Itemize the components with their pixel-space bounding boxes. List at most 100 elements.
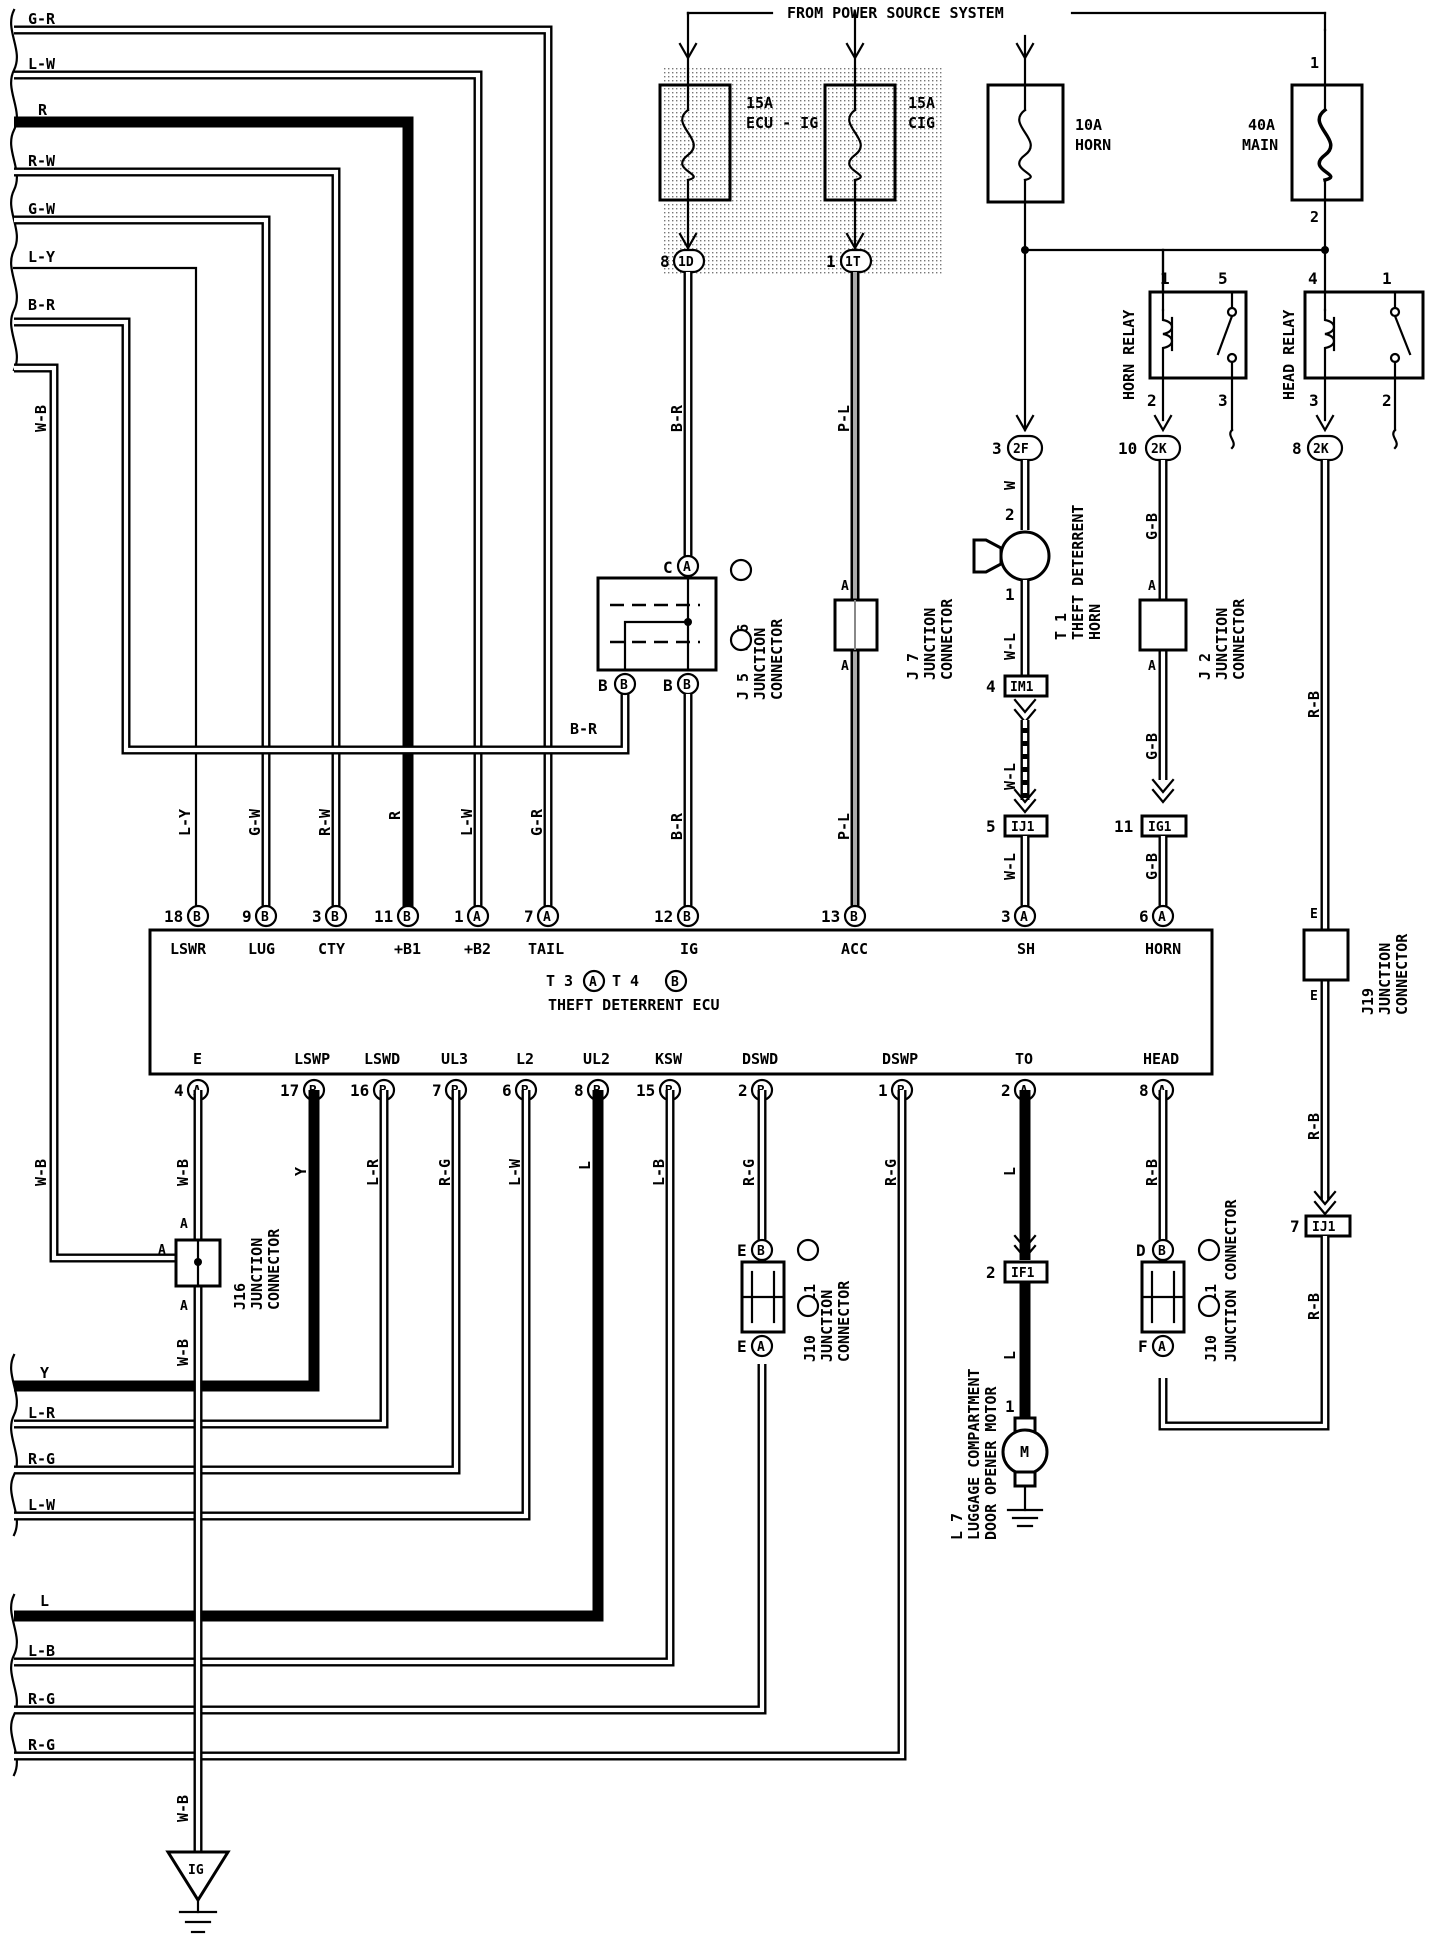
ecu-top-pin-num-8: 3 <box>1001 907 1011 926</box>
ecu-top-pin-name-5: TAIL <box>528 940 564 958</box>
horn-relay-pin-5: 5 <box>1218 269 1228 288</box>
ecu-top-pin-circle-8 <box>1013 904 1037 928</box>
wire-label-r-b-upper: R-B <box>1305 691 1323 718</box>
fuse-main-pin-1: 1 <box>1310 54 1319 72</box>
theft-deterrent-horn <box>999 530 1051 582</box>
j10-right-bottom-pin: F <box>1138 1337 1148 1356</box>
t1-desc2: HORN <box>1086 604 1104 640</box>
ecu-top-pin-num-4: 1 <box>454 907 464 926</box>
j2-bottom-letter: A <box>1148 659 1156 674</box>
ecu-ref2-conn-b: B <box>671 975 679 990</box>
ecu-top-pin-conn-7: B <box>850 910 858 925</box>
ground-ig <box>165 1850 231 1903</box>
ecu-bottom-pin-name-1: LSWP <box>294 1050 330 1068</box>
ig-circuit: 8 1D B-R A C B B B B B-R J 5J 6 JUNCTION… <box>596 198 786 916</box>
ecu-top-pin-circle-6 <box>676 904 700 928</box>
bottom-wire-label-l: L <box>40 1592 49 1610</box>
ecu-top-pins: B18LSWRB9LUGB3CTYB11+B1A1+B2A7TAILB12IGB… <box>164 904 1181 958</box>
j2-top-letter: A <box>1148 579 1156 594</box>
power-source-header: FROM POWER SOURCE SYSTEM <box>678 4 1327 87</box>
ecu-bottom-pin-num-8: 1 <box>878 1081 888 1100</box>
wire-label-ul3: R-G <box>436 1159 454 1186</box>
wire-label-lswp: Y <box>292 1167 310 1176</box>
fuse-horn-amps: 10A <box>1075 116 1102 134</box>
bottom-wire-label-l-w: L-W <box>28 1496 56 1514</box>
fuse-horn-name: HORN <box>1075 136 1111 154</box>
j19-desc2: CONNECTOR <box>1393 933 1411 1015</box>
fuse-ecu-ig: 15A ECU - IG <box>658 56 818 202</box>
ecu-top-pin-num-0: 18 <box>164 907 183 926</box>
ecu-top-pin-num-1: 9 <box>242 907 252 926</box>
ecu-top-pin-name-7: ACC <box>841 940 868 958</box>
ecu-top-pin-num-9: 6 <box>1139 907 1149 926</box>
ecu-top-pin-circle-5 <box>536 904 560 928</box>
conn-2f-pin: 3 <box>992 439 1002 458</box>
j16-bottom-letter: A <box>180 1299 188 1314</box>
ecu-bottom-pin-num-2: 16 <box>350 1081 369 1100</box>
fuse-cig: 15A CIG <box>823 56 935 202</box>
j2-ref: J 2 <box>1196 653 1214 680</box>
left-wire-label-r-w: R-W <box>28 152 56 170</box>
motor-pin-1: 1 <box>1005 1397 1015 1416</box>
ecu-ig-cig-shaded-area <box>662 66 944 274</box>
j16-desc2: CONNECTOR <box>265 1228 283 1310</box>
top-wire-labels: L-Y G-W R-W R L-W G-R B-R <box>176 720 598 836</box>
ecu-bottom-pin-name-6: KSW <box>655 1050 683 1068</box>
fuse-main-name: MAIN <box>1242 136 1278 154</box>
ecu-bottom-pin-num-6: 15 <box>636 1081 655 1100</box>
j7-bottom-letter: A <box>841 659 849 674</box>
bottom-wire-label-y: Y <box>40 1364 49 1382</box>
j7-desc: JUNCTION <box>921 608 939 680</box>
wire-label-lswd: L-R <box>364 1158 382 1186</box>
ecu-top-pin-name-6: IG <box>680 940 698 958</box>
fuse-main-pin-2: 2 <box>1310 208 1319 226</box>
wire-label-w-b-ground: W-B <box>174 1795 192 1822</box>
ecu-top-pin-circle-7 <box>843 904 867 928</box>
left-wire-label-g-r: G-R <box>28 10 56 28</box>
wire-label-w-l-upper: W-L <box>1001 633 1019 660</box>
l7-desc2: DOOR OPENER MOTOR <box>982 1386 1000 1540</box>
j10-right-bottom-conn: A <box>1158 1340 1166 1355</box>
j7-top-letter: A <box>841 579 849 594</box>
wire-label-g-b-lower: G-B <box>1143 853 1161 880</box>
ecu-top-pin-name-4: +B2 <box>464 940 491 958</box>
left-wire-label-l-w: L-W <box>28 55 56 73</box>
ecu-top-pin-conn-0: B <box>193 910 201 925</box>
j10-right-top-pin: D <box>1136 1241 1146 1260</box>
j10-left-bottom-pin: E <box>737 1337 747 1356</box>
to-circuit: L 2 IF1 L 1 M L 7 LUGGAGE COMPARTMENT DO… <box>948 1090 1049 1540</box>
j10-left-desc: JUNCTION <box>818 1290 836 1362</box>
j19-top-letter: E <box>1310 907 1318 922</box>
ecu-bottom-pin-name-2: LSWD <box>364 1050 400 1068</box>
j19-junction-box <box>1302 928 1350 982</box>
conn-1t-pin: 1 <box>826 252 836 271</box>
ecu-top-pin-name-8: SH <box>1017 940 1035 958</box>
conn-2k-head-pin: 8 <box>1292 439 1302 458</box>
bottom-wire-labels: Y L-R R-G L-W L L-B R-G <box>292 1158 900 1186</box>
ecu-title: THEFT DETERRENT ECU <box>548 996 720 1014</box>
power-source-label: FROM POWER SOURCE SYSTEM <box>787 4 1004 22</box>
ecu-bottom-pin-num-7: 2 <box>738 1081 748 1100</box>
left-wire-label-g-w: G-W <box>28 200 56 218</box>
j7-desc2: CONNECTOR <box>938 598 956 680</box>
acc-circuit: 1 1T P-L A A P-L J 7 JUNCTION CONNECTOR <box>826 198 956 916</box>
ecu-ref2: T 4 <box>612 972 639 990</box>
j10-left-bottom-conn: A <box>757 1340 765 1355</box>
conn-1d-pin: 8 <box>660 252 670 271</box>
wire-label-w-b-j16: W-B <box>174 1339 192 1366</box>
j10-left-top-pin: E <box>737 1241 747 1260</box>
left-wire-label-l-y: L-Y <box>28 248 55 266</box>
conn-ig1-id: IG1 <box>1148 820 1172 835</box>
fuse-cig-name: CIG <box>908 114 935 132</box>
horn-relay: 1 5 2 3 HORN RELAY 10 2K G-B A A G-B J 2… <box>1114 248 1248 916</box>
fuse-ecu-ig-amps: 15A <box>746 94 773 112</box>
l7-desc: LUGGAGE COMPARTMENT <box>965 1368 983 1540</box>
j5-top-pin: C <box>663 558 673 577</box>
wire-label-w-l-mid: W-L <box>1001 763 1019 790</box>
left-wire-label-r: R <box>38 101 48 119</box>
head-relay-pin-1: 1 <box>1382 269 1392 288</box>
ecu-top-pin-conn-5: A <box>543 910 551 925</box>
ecu-top-pin-circle-0 <box>186 904 210 928</box>
head-relay-pin-4: 4 <box>1308 269 1318 288</box>
j5-right-conn-letter: B <box>683 678 691 693</box>
